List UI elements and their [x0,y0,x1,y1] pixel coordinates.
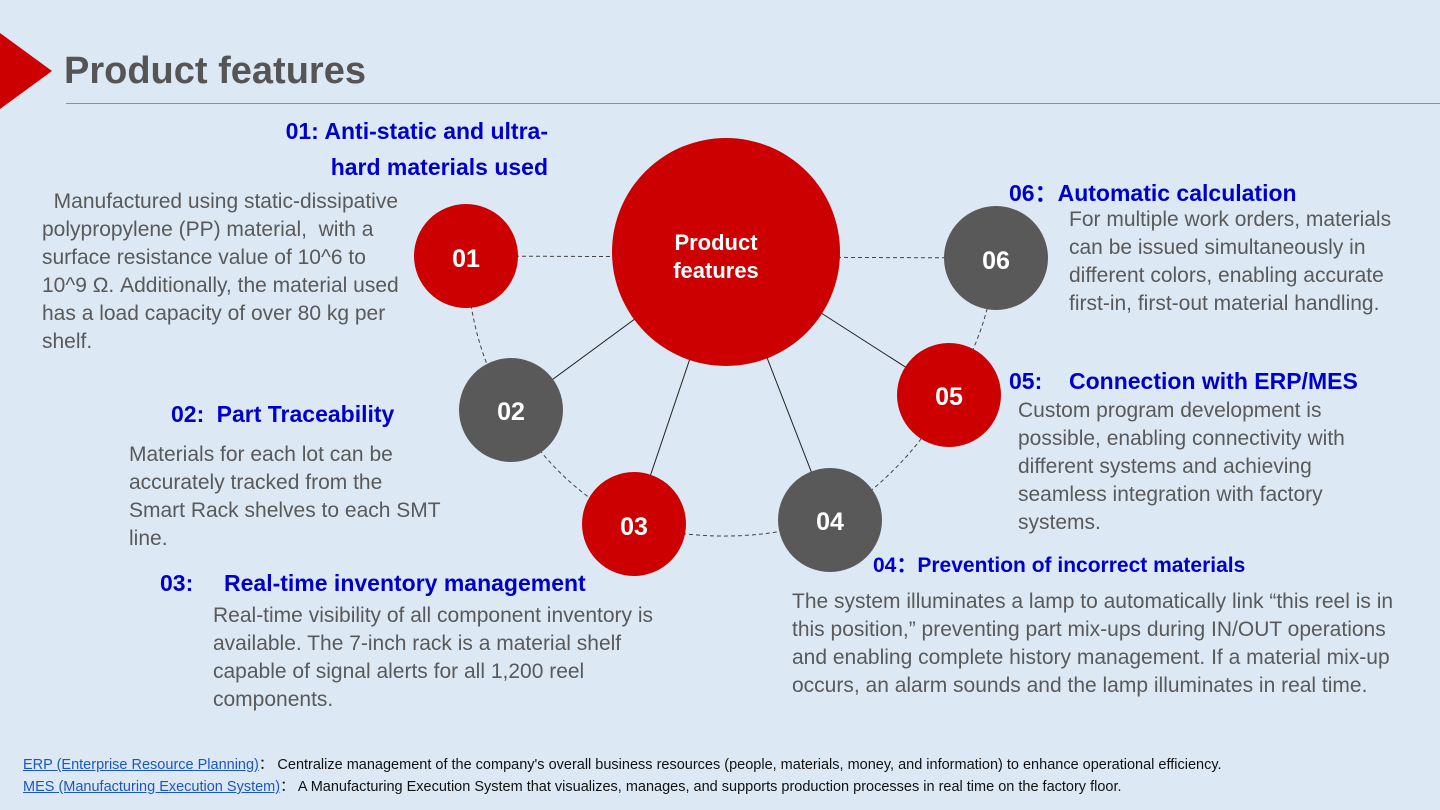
node-04-circle [778,468,882,572]
page-title: Product features [64,50,366,92]
feature-06-description: For multiple work orders, materials can … [1069,208,1392,315]
footnote-erp-separator: ： [258,757,274,773]
feature-05-number: 05: [1009,368,1043,394]
feature-05-title: Connection with ERP/MES [1069,368,1358,394]
feature-03-title: Real-time inventory management [224,570,586,596]
feature-04-heading: 04：Prevention of incorrect materials [873,548,1245,584]
center-circle-label-line1: Product [674,230,758,255]
feature-04-number: 04： [873,554,918,577]
feature-06-title: Automatic calculation [1057,180,1297,206]
node-03-circle [582,472,686,576]
feature-02-number: 02: [171,401,205,427]
footnote-mes-separator: ： [280,779,295,795]
feature-05-heading: 05: Connection with ERP/MES [1009,363,1358,399]
node-05-label: 05 [935,383,963,411]
feature-01-title: Anti-static and ultra-hard materials use… [324,118,548,180]
node-06-label: 06 [982,247,1010,275]
footnote-erp-text: Centralize management of the company's o… [277,757,1222,773]
footnote-erp-term-link[interactable]: ERP (Enterprise Resource Planning) [23,757,259,773]
feature-06-number: 06： [1009,180,1058,206]
feature-01-heading: 01: Anti-static and ultra-hard materials… [244,113,548,185]
node-04-label: 04 [816,508,844,536]
ring-arc-01-06 [465,255,997,259]
feature-03-number: 03: [160,570,194,596]
title-divider [66,103,1440,104]
feature-01-number: 01: [285,118,319,144]
feature-02-heading: 02: Part Traceability [171,396,394,432]
node-02-circle [459,358,563,462]
center-circle [612,138,840,366]
feature-04-title: Prevention of incorrect materials [917,554,1246,577]
footnote-erp: ERP (Enterprise Resource Planning)： Cent… [23,755,1222,775]
footnote-mes: MES (Manufacturing Execution System)： A … [23,777,1122,797]
footnote-mes-text: A Manufacturing Execution System that vi… [297,779,1122,795]
feature-05-description: Custom program development is possible, … [1018,399,1345,534]
footnote-mes-term-link[interactable]: MES (Manufacturing Execution System) [23,779,281,795]
feature-06-heading: 06：Automatic calculation [1009,175,1297,211]
feature-03-description: Real-time visibility of all component in… [213,604,654,711]
node-06-circle [944,206,1048,310]
node-01-label: 01 [452,245,480,273]
node-02-label: 02 [497,398,525,426]
feature-03-heading: 03: Real-time inventory management [160,565,586,601]
title-arrow-marker [0,33,52,109]
node-05-circle [897,343,1001,447]
feature-01-description: Manufactured using static-dissipative po… [42,190,405,353]
feature-02-title: Part Traceability [216,401,395,427]
feature-02-description: Materials for each lot can be accurately… [129,443,441,550]
node-03-label: 03 [620,513,648,541]
node-01-circle [414,204,518,308]
center-circle-label-line2: features [673,258,759,283]
feature-04-description: The system illuminates a lamp to automat… [792,590,1394,697]
